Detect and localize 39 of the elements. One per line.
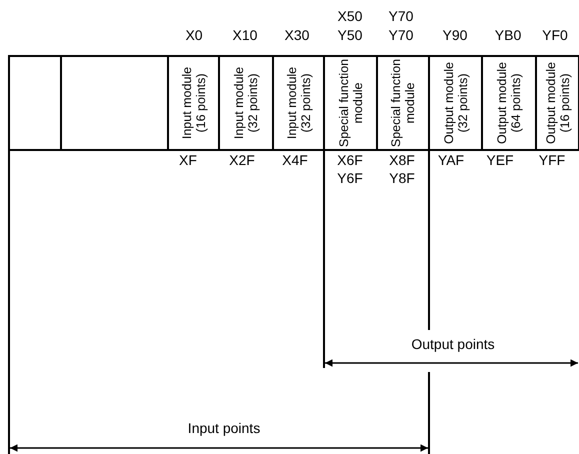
address-label: X8F [389, 152, 415, 168]
module-slot [481, 55, 537, 151]
address-label: X30 [284, 27, 310, 43]
module-slot [272, 55, 325, 151]
address-label: Y70 [388, 8, 414, 24]
module-label: Special function module [389, 58, 417, 148]
module-label: Special function module [336, 58, 364, 148]
address-label: X6F [337, 152, 363, 168]
module-slot [323, 55, 378, 151]
address-label: Y50 [338, 27, 362, 43]
module-label: Input module (16 points) [180, 66, 208, 142]
address-label: YF0 [542, 27, 568, 43]
module-slot [428, 55, 483, 151]
address-label: YEF [486, 152, 514, 168]
address-label: Y90 [442, 27, 468, 43]
module-slot [167, 55, 220, 151]
empty-slot [8, 55, 62, 151]
address-label: YB0 [494, 27, 522, 43]
address-label: X4F [282, 152, 308, 168]
module-slot [535, 55, 579, 151]
address-label: YFF [538, 152, 566, 168]
module-slot [376, 55, 430, 151]
address-label: XF [179, 152, 197, 168]
address-label: X50 [338, 8, 362, 24]
module-slot [218, 55, 274, 151]
module-label: Input module (32 points) [232, 66, 260, 142]
address-label: YAF [438, 152, 464, 168]
module-label: Output module (32 points) [442, 61, 470, 146]
module-label: Input module (32 points) [284, 66, 312, 142]
dimension-label: Input points [188, 420, 260, 436]
dimension-label: Output points [411, 336, 495, 352]
address-label: Y70 [388, 27, 414, 43]
module-label: Output module (64 points) [495, 61, 523, 146]
address-label: Y8F [389, 170, 415, 186]
address-label: Y6F [337, 170, 363, 186]
module-label: Output module (16 points) [544, 61, 572, 146]
address-label: X10 [232, 27, 258, 43]
address-label: X0 [185, 27, 203, 43]
address-label: X2F [229, 152, 255, 168]
